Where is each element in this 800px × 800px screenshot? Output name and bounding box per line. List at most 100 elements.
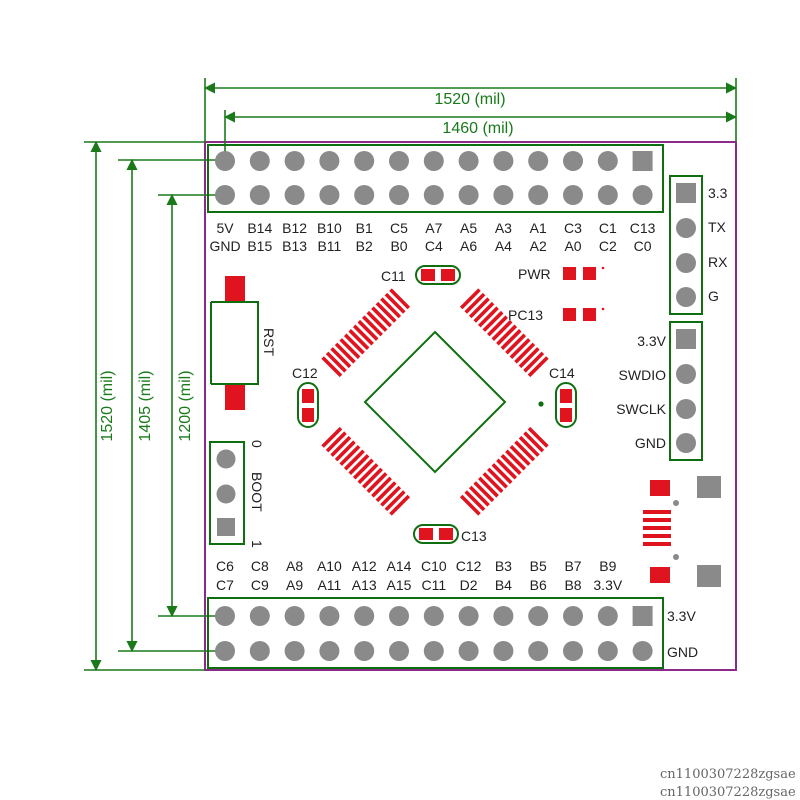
mcu-pad <box>482 310 504 332</box>
pc13-led-pad-2 <box>583 308 596 321</box>
bottom-header-label: C9 <box>251 577 269 593</box>
mcu-pad <box>389 494 411 516</box>
bottom-header-label: B4 <box>495 577 512 593</box>
top-header-pin <box>563 185 583 205</box>
mcu-pad <box>459 494 481 516</box>
top-header-label: A3 <box>495 220 512 236</box>
bottom-header-pin <box>528 641 549 661</box>
swd-label-3: SWCLK <box>616 401 666 417</box>
rst-outline <box>211 301 259 385</box>
top-header-pin <box>249 151 270 171</box>
bottom-header-pin <box>284 641 305 661</box>
top-header-label: A4 <box>495 238 512 254</box>
usb-hole-top <box>673 500 679 506</box>
pwr-led-pad-1 <box>563 267 576 280</box>
top-header-label: C2 <box>599 238 617 254</box>
bottom-header-label: B9 <box>599 558 616 574</box>
mcu-pad <box>357 319 379 341</box>
mcu-pad <box>518 435 540 457</box>
mcu-pad <box>518 347 540 369</box>
c11-pad-2 <box>441 269 455 281</box>
bottom-header-label: 3.3V <box>593 577 622 593</box>
usb-pad-top <box>650 480 670 496</box>
top-header-label: B10 <box>317 220 342 236</box>
bottom-header-pin <box>458 606 479 626</box>
mcu-pad <box>496 458 518 480</box>
bottom-side-label-1: 3.3V <box>667 608 696 624</box>
top-header-pin <box>563 151 583 171</box>
mcu-pad <box>343 449 365 471</box>
mcu-pad <box>375 301 397 323</box>
mcu-pad <box>380 297 402 319</box>
c14-pad-1 <box>560 389 572 403</box>
dim-top-outer: 1520 (mil) <box>434 91 505 108</box>
bottom-header-label: B7 <box>564 558 581 574</box>
bottom-header-pin <box>215 641 235 661</box>
usb-shell-bottom <box>697 565 721 587</box>
boot-pin-0 <box>216 449 236 469</box>
top-header-pin <box>597 151 618 171</box>
mcu-pad <box>352 458 374 480</box>
mcu-pad <box>371 306 392 328</box>
pwr-led-pad-2 <box>583 267 596 280</box>
mcu-pad <box>464 292 486 314</box>
bottom-header-label: B6 <box>530 577 547 593</box>
top-header-pin <box>632 185 653 205</box>
uart-header-pin-square <box>676 183 696 203</box>
swd-label-4: GND <box>635 435 666 451</box>
bottom-header-pin <box>597 641 618 661</box>
top-header-label: B13 <box>282 238 307 254</box>
bottom-header-label: A8 <box>286 558 303 574</box>
mcu-chip <box>321 288 549 516</box>
bottom-header-label: C11 <box>421 577 446 593</box>
swd-header-pin-square <box>676 329 696 349</box>
watermark-line-1: cn1100307228zgsae <box>660 767 796 782</box>
c11-outline <box>415 265 461 285</box>
dim-top-inner: 1460 (mil) <box>442 120 513 137</box>
swd-label-1: 3.3V <box>637 333 666 349</box>
mcu-pad <box>496 324 518 346</box>
swd-header-pin <box>676 399 696 419</box>
mcu-pad <box>371 476 392 498</box>
top-header-label: C3 <box>564 220 582 236</box>
uart-label-3: RX <box>708 254 728 270</box>
mcu-pad <box>523 351 545 373</box>
dim-left-mid: 1405 (mil) <box>137 370 154 441</box>
mcu-pad <box>334 342 356 364</box>
mcu-pad <box>343 333 365 355</box>
usb-signal-pad <box>643 510 671 514</box>
top-header-pin <box>423 185 444 205</box>
top-header-pin <box>493 151 514 171</box>
bottom-header-pin <box>423 641 444 661</box>
bottom-header-pin <box>319 606 340 626</box>
mcu-pad <box>468 485 490 507</box>
bottom-header-pin <box>632 641 653 661</box>
bottom-header-label: A10 <box>317 558 342 574</box>
rst-pad-bottom <box>225 384 245 410</box>
mcu-pad <box>527 426 549 448</box>
dim-left-inner: 1200 (mil) <box>177 370 194 441</box>
mcu-pad <box>339 445 361 466</box>
bottom-header-pin <box>319 641 340 661</box>
usb-signal-pad <box>643 534 671 538</box>
mcu-pad <box>464 490 486 512</box>
pc13-label: PC13 <box>508 307 543 323</box>
top-header-label: C5 <box>390 220 408 236</box>
bottom-header-pin <box>458 641 479 661</box>
top-header-label: GND <box>209 238 240 254</box>
mcu-pad <box>523 431 545 453</box>
mcu-pad <box>348 329 370 350</box>
top-header-pin <box>597 185 618 205</box>
mcu-pad <box>505 333 527 355</box>
mcu-pad <box>321 426 343 448</box>
c13-pad-1 <box>419 528 433 540</box>
mcu-pad <box>459 288 481 310</box>
boot-bottom-label: 1 <box>249 540 265 548</box>
mcu-pad <box>491 463 513 485</box>
usb-signal-pad <box>643 542 671 546</box>
usb-pad-bottom <box>650 567 670 583</box>
mcu-pad <box>330 435 352 457</box>
uart-label-4: G <box>708 288 719 304</box>
bottom-header-outline <box>207 597 664 669</box>
